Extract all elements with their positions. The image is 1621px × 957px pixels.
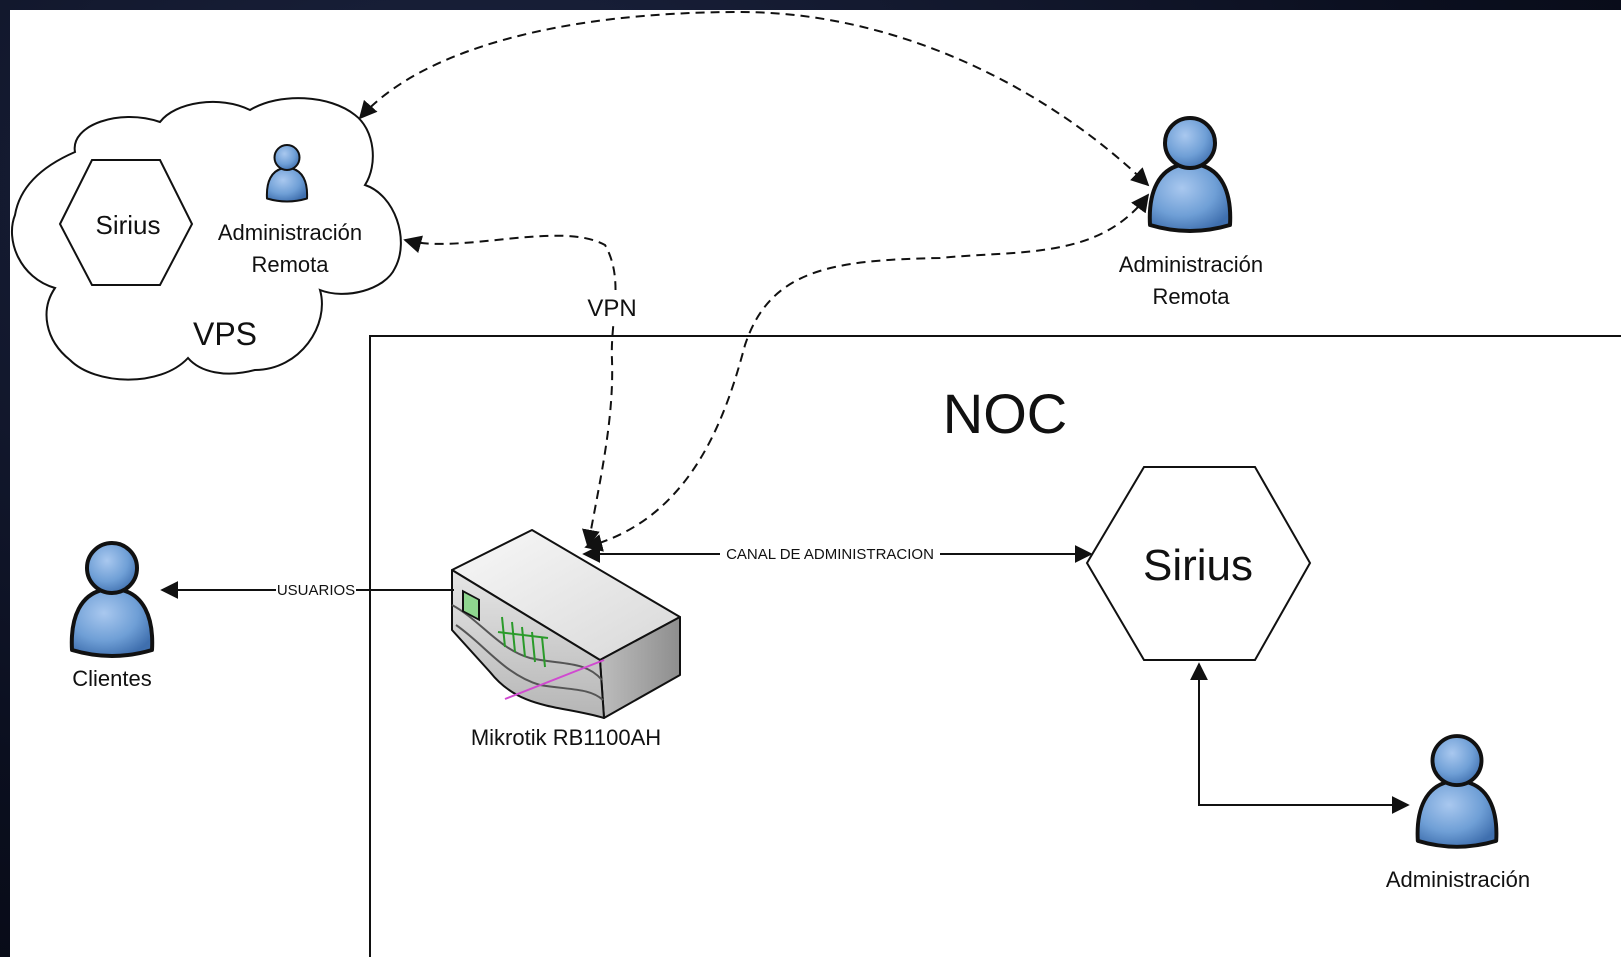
router-label: Mikrotik RB1100AH bbox=[471, 725, 661, 750]
users-label: USUARIOS bbox=[277, 582, 355, 599]
vpn-label: VPN bbox=[587, 295, 636, 322]
vps-remote-admin-link bbox=[358, 10, 1150, 187]
vps-sirius-label: Sirius bbox=[95, 210, 160, 240]
noc-boundary bbox=[369, 335, 1621, 957]
vps-admin-label-line1: Administración bbox=[218, 220, 362, 245]
sirius-admin-link bbox=[1190, 662, 1410, 814]
remote-admin-label-line2: Remota bbox=[1152, 284, 1230, 309]
remote-admin-router-link bbox=[584, 193, 1150, 552]
remote-admin-label-line1: Administración bbox=[1119, 252, 1263, 277]
router-device-icon bbox=[451, 529, 681, 719]
vps-admin-label-line2: Remota bbox=[251, 252, 329, 277]
clients-label: Clientes bbox=[72, 666, 151, 691]
local-admin-label: Administración bbox=[1386, 867, 1530, 892]
vps-sirius-hexagon bbox=[58, 159, 194, 286]
vps-title: VPS bbox=[193, 316, 257, 352]
admin-channel-label: CANAL DE ADMINISTRACION bbox=[726, 546, 934, 563]
admin-channel-label-bg bbox=[720, 543, 940, 565]
noc-title: NOC bbox=[943, 382, 1067, 445]
sirius-label: Sirius bbox=[1143, 541, 1253, 590]
sirius-hexagon bbox=[1085, 466, 1312, 661]
users-label-bg bbox=[276, 580, 356, 600]
